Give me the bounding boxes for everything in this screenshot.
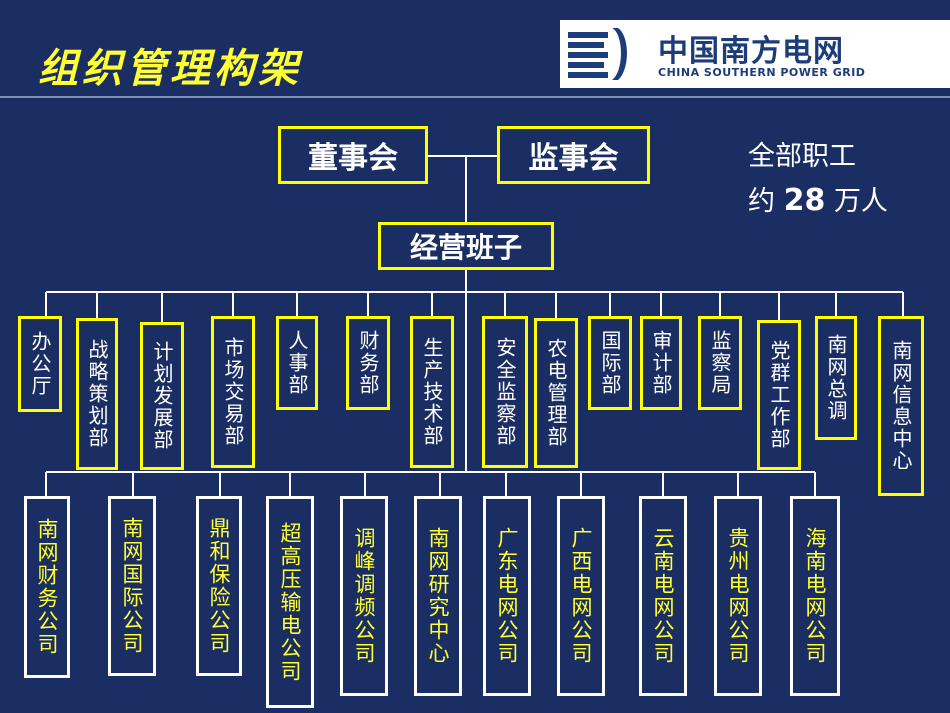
subsidiary-label: 鼎和保险公司 [207,517,231,655]
subsidiary-label: 南网财务公司 [35,518,59,656]
dept-label: 监察局 [708,330,732,396]
subsidiary-box: 鼎和保险公司 [196,496,242,676]
subsidiary-box: 超高压输电公司 [266,496,314,708]
subsidiary-label: 广东电网公司 [495,527,519,665]
board-of-directors-label: 董事会 [308,141,398,176]
staff-prefix: 约 [748,186,775,217]
subsidiary-label: 贵州电网公司 [726,527,750,665]
dept-label: 人事部 [285,330,309,396]
management-team-label: 经营班子 [409,231,522,264]
subsidiary-box: 南网国际公司 [108,496,156,676]
dept-label: 南网信息中心 [889,340,913,472]
dept-box: 党群工作部 [757,320,801,470]
header-divider [0,96,950,98]
subsidiary-box: 广西电网公司 [557,496,605,696]
logo-english-text: CHINA SOUTHERN POWER GRID [658,66,866,79]
dept-label: 审计部 [649,330,673,396]
logo-chinese-text: 中国南方电网 [658,34,844,69]
dept-label: 战略策划部 [85,339,109,449]
dept-box: 战略策划部 [76,318,118,470]
dept-label: 计划发展部 [150,341,174,451]
subsidiary-label: 南网国际公司 [120,517,144,655]
management-team-box: 经营班子 [378,222,554,270]
dept-box: 生产技术部 [410,316,454,468]
subsidiary-label: 云南电网公司 [651,527,675,665]
subsidiary-label: 调峰调频公司 [352,527,376,665]
staff-label: 全部职工 [748,141,856,172]
dept-label: 生产技术部 [420,337,444,447]
supervisory-board-label: 监事会 [528,141,619,176]
subsidiary-box: 海南电网公司 [790,496,840,696]
subsidiary-label: 南网研究中心 [426,527,450,665]
logo: 中国南方电网 CHINA SOUTHERN POWER GRID [560,20,950,88]
supervisory-board-box: 监事会 [497,126,650,184]
dept-label: 市场交易部 [221,337,245,447]
subsidiary-box: 云南电网公司 [639,496,687,696]
dept-box: 农电管理部 [534,318,578,468]
page-title: 组织管理构架 [38,46,302,92]
staff-count-note: 全部职工 约 28 万人 [748,135,898,224]
dept-box: 财务部 [346,316,390,410]
dept-box: 审计部 [640,316,682,410]
subsidiary-label: 超高压输电公司 [278,521,302,683]
dept-box: 市场交易部 [211,316,255,468]
dept-label: 安全监察部 [493,337,517,447]
subsidiary-box: 南网财务公司 [24,496,70,678]
staff-suffix: 万人 [833,186,888,217]
dept-box: 南网总调 [815,316,857,440]
logo-mark-icon [568,28,627,80]
subsidiary-label: 海南电网公司 [803,527,827,665]
dept-label: 办公厅 [28,331,52,397]
board-of-directors-box: 董事会 [278,126,428,184]
dept-label: 党群工作部 [767,340,791,450]
dept-box: 国际部 [588,316,632,410]
dept-box: 南网信息中心 [878,316,924,496]
staff-number: 28 [783,183,826,218]
dept-box: 办公厅 [18,316,62,412]
subsidiary-box: 调峰调频公司 [340,496,388,696]
dept-label: 财务部 [356,330,380,396]
dept-label: 南网总调 [824,334,848,422]
subsidiary-label: 广西电网公司 [569,527,593,665]
dept-box: 监察局 [698,316,742,410]
subsidiary-box: 广东电网公司 [483,496,531,696]
dept-box: 计划发展部 [140,322,184,470]
dept-box: 人事部 [276,316,318,410]
dept-label: 农电管理部 [544,338,568,448]
subsidiary-box: 贵州电网公司 [714,496,762,696]
dept-box: 安全监察部 [482,316,528,468]
subsidiary-box: 南网研究中心 [414,496,462,696]
dept-label: 国际部 [598,330,622,396]
